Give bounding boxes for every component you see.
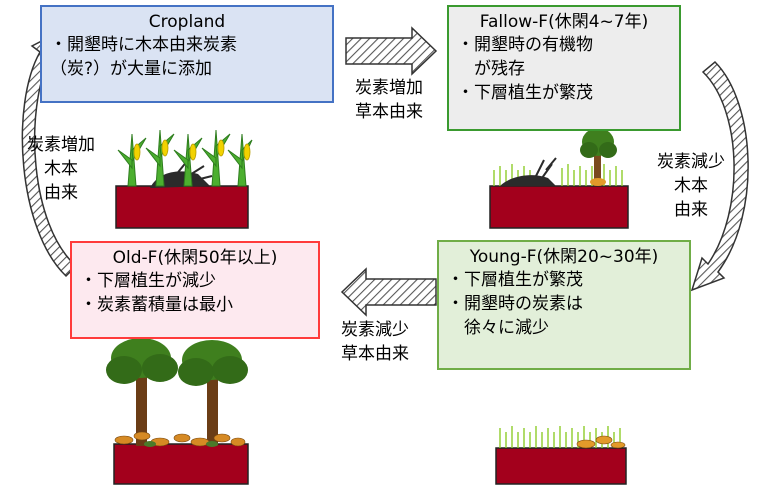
label-old-to-crop: 炭素増加 木本 由来 <box>27 135 95 203</box>
young-forest-soil <box>495 447 627 485</box>
label-crop-to-fallow: 炭素増加 草本由来 <box>355 78 423 122</box>
young-box: Young-F(休閑20~30年) ・下層植生が繁茂 ・開墾時の炭素は 徐々に減… <box>437 240 691 370</box>
arrow-cropland-to-fallow <box>345 26 438 76</box>
young-title: Young-F(休閑20~30年) <box>469 247 659 267</box>
fallow-box: Fallow-F(休閑4~7年) ・開墾時の有機物 が残存 ・下層植生が繁茂 <box>447 5 681 131</box>
cropland-soil <box>115 185 249 229</box>
label-young-to-old: 炭素減少 草本由来 <box>341 320 409 364</box>
old-forest-soil <box>113 443 249 485</box>
young-forest-illustration <box>495 426 627 485</box>
arrow-young-to-old <box>340 267 437 317</box>
old-line-2: ・炭素蓄積量は最小 <box>80 295 233 315</box>
young-line-3: 徐々に減少 <box>447 318 549 338</box>
fallow-line-3: ・下層植生が繁茂 <box>457 83 593 103</box>
curved-arrow-fallow-to-young <box>690 60 749 292</box>
young-line-1: ・下層植生が繁茂 <box>447 270 583 290</box>
cropland-title: Cropland <box>148 12 226 32</box>
cropland-illustration <box>115 129 253 229</box>
old-line-1: ・下層植生が減少 <box>80 271 216 291</box>
old-forest-illustration <box>106 338 249 485</box>
cropland-box: Cropland ・開墾時に木本由来炭素 （炭?）が大量に添加 <box>40 5 334 103</box>
cropland-line-1: ・開墾時に木本由来炭素 <box>50 35 237 55</box>
fallow-illustration <box>489 128 629 229</box>
fallow-line-2: が残存 <box>457 59 525 79</box>
fallow-soil <box>489 185 629 229</box>
fallow-title: Fallow-F(休閑4~7年) <box>479 12 649 32</box>
young-line-2: ・開墾時の炭素は <box>447 294 583 314</box>
cropland-line-2: （炭?）が大量に添加 <box>50 59 213 79</box>
label-fallow-to-young: 炭素減少 木本 由来 <box>657 152 725 220</box>
old-box: Old-F(休閑50年以上) ・下層植生が減少 ・炭素蓄積量は最小 <box>70 241 320 339</box>
old-title: Old-F(休閑50年以上) <box>112 248 278 268</box>
fallow-line-1: ・開墾時の有機物 <box>457 35 593 55</box>
